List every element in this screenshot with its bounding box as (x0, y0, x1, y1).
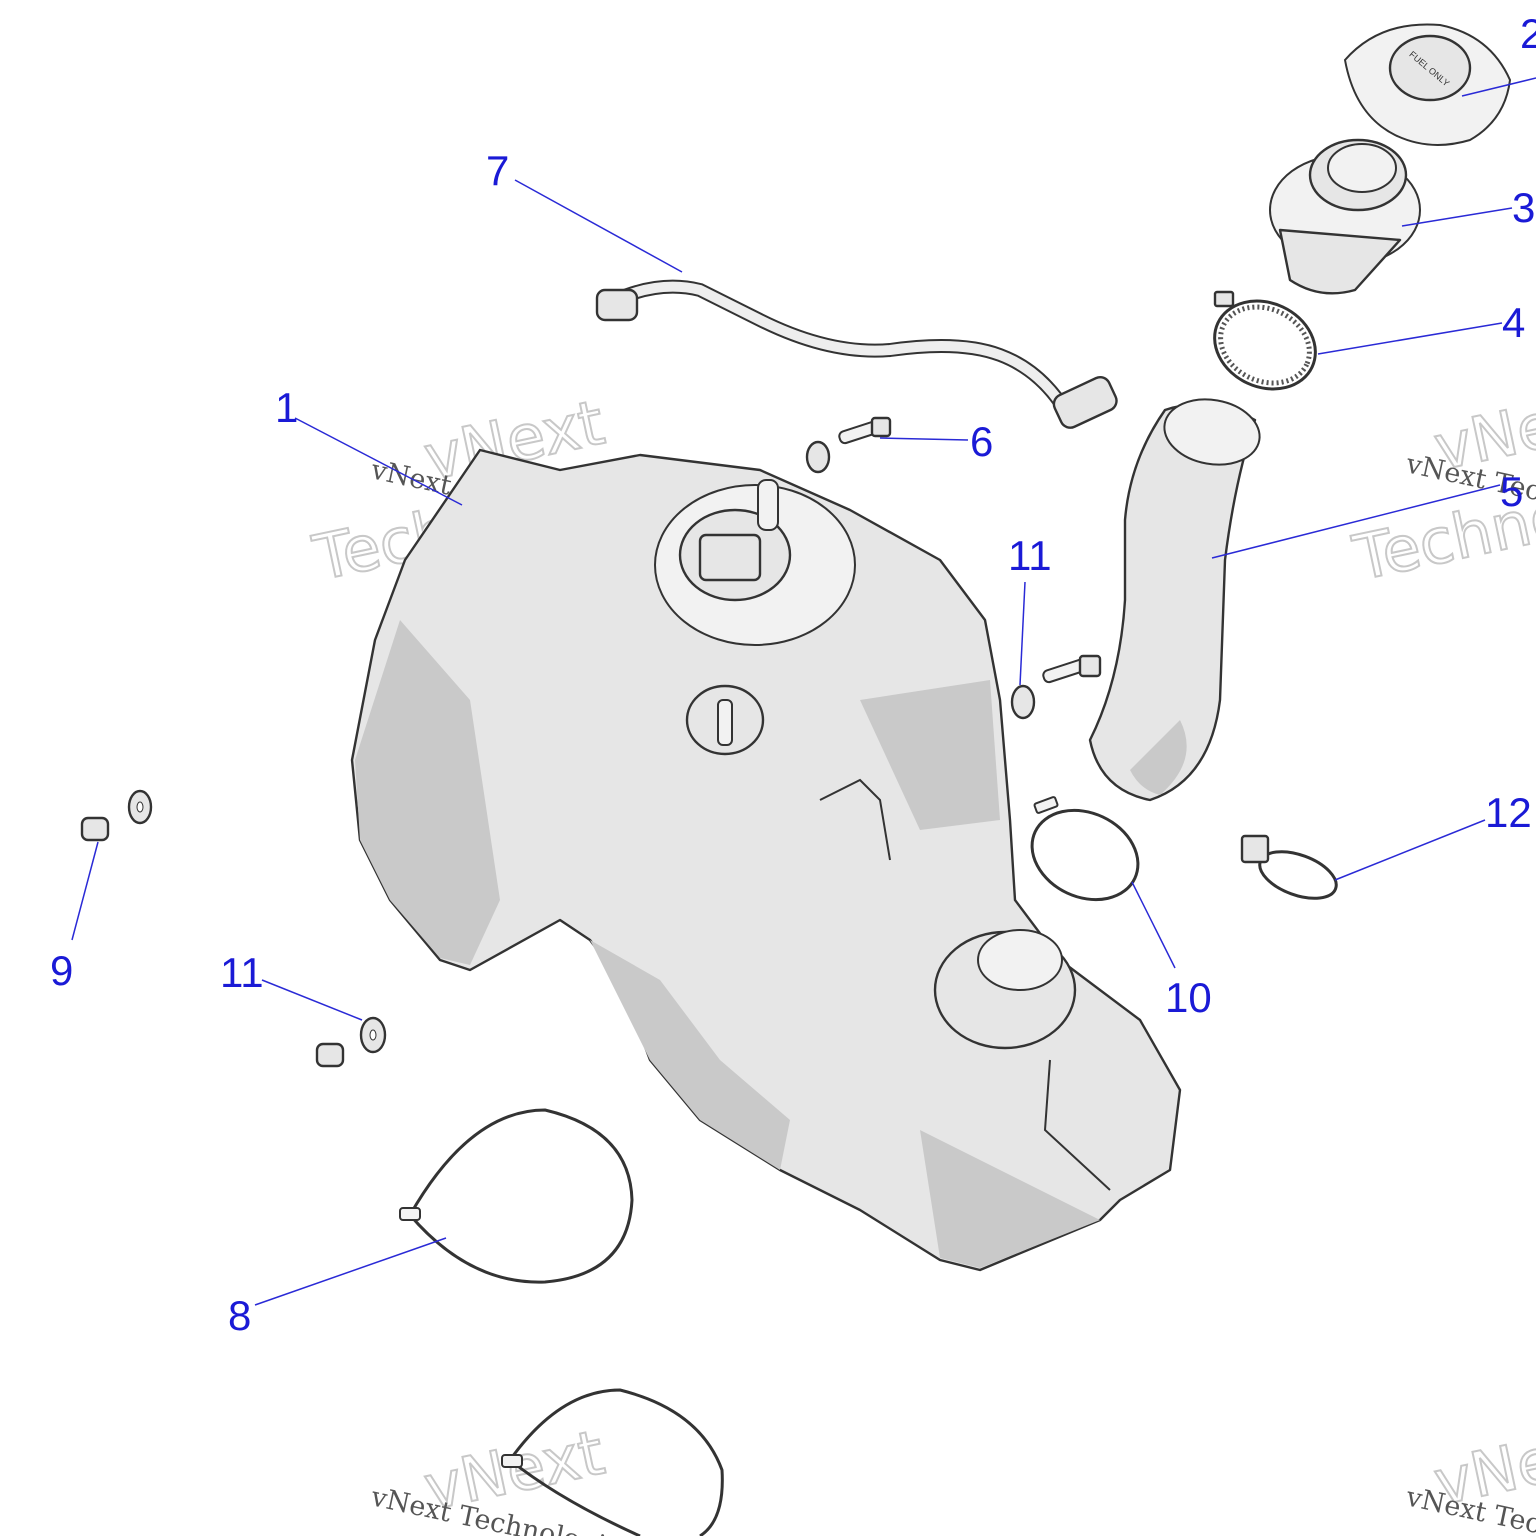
vent-line-fitting-right (1052, 376, 1118, 429)
callout-11-upper: 11 (1008, 532, 1052, 579)
callout-12: 12 (1485, 789, 1532, 836)
leader-lines (71, 77, 1536, 1306)
watermark-bottom-left: vNext vNext Technologies (368, 1415, 638, 1536)
callout-8: 8 (228, 1292, 251, 1339)
filler-hose[interactable] (1088, 392, 1265, 802)
tank-strap[interactable] (399, 1108, 634, 1284)
leader-3 (1401, 207, 1513, 227)
callout-10: 10 (1165, 974, 1212, 1021)
leader-1 (294, 417, 463, 506)
filler-neck-adapter[interactable] (1269, 138, 1421, 295)
leader-8 (254, 1237, 447, 1306)
nut-washer-11-lower[interactable] (315, 1016, 387, 1068)
vent-line[interactable] (595, 279, 1120, 431)
callout-4: 4 (1502, 299, 1525, 346)
fuel-cap[interactable]: FUEL ONLY (1343, 23, 1512, 146)
hose-clamp-small[interactable] (1240, 834, 1342, 907)
callout-7: 7 (486, 147, 509, 194)
hose-clamp-medium[interactable] (1017, 794, 1152, 917)
bolt-washer-11-upper[interactable] (1010, 654, 1102, 720)
callout-5: 5 (1500, 468, 1523, 515)
leader-7 (514, 179, 683, 273)
leader-2 (1461, 77, 1536, 97)
callout-labels: 1 2 3 4 5 6 7 8 9 10 11 11 12 (50, 10, 1536, 1339)
leader-12 (1334, 819, 1486, 881)
leader-4 (1317, 322, 1503, 355)
callout-1: 1 (275, 384, 298, 431)
leader-11-lower (261, 979, 363, 1021)
leader-9 (71, 841, 99, 941)
leader-11-upper (1019, 581, 1026, 686)
callout-9: 9 (50, 947, 73, 994)
fuel-cap-top (1388, 34, 1472, 102)
callout-3: 3 (1512, 184, 1535, 231)
callout-11-lower: 11 (220, 949, 264, 996)
hose-clamp-large[interactable] (1200, 285, 1330, 405)
leader-5 (1211, 484, 1501, 559)
watermark-bottom-right: vNext vNext Technologies (1403, 1410, 1536, 1536)
vent-line-fitting-left (595, 288, 639, 322)
callout-2: 2 (1520, 10, 1536, 57)
bolt-washer-6[interactable] (805, 416, 892, 474)
leader-10 (1131, 881, 1176, 969)
nut-washer-9[interactable] (80, 789, 153, 842)
tank-strap-secondary[interactable] (501, 1388, 724, 1536)
callout-6: 6 (970, 418, 993, 465)
fuel-tank[interactable] (350, 448, 1182, 1272)
leader-6 (879, 437, 969, 441)
